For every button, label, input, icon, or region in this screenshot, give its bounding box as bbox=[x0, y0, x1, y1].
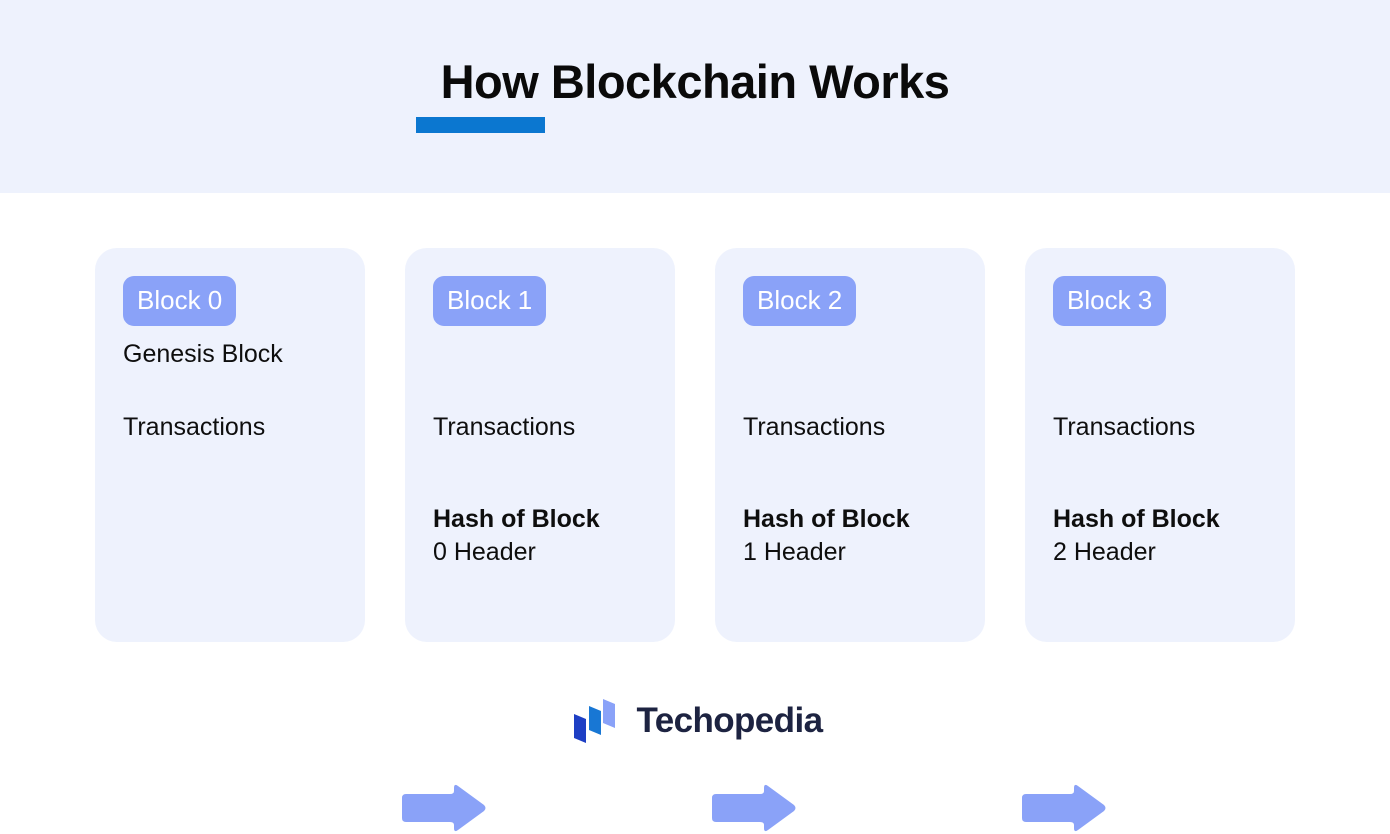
footer-logo[interactable]: Techopedia bbox=[0, 694, 1390, 746]
block-badge-2: Block 2 bbox=[743, 276, 857, 326]
block-badge-3: Block 3 bbox=[1053, 276, 1167, 326]
block-1-transactions-label: Transactions bbox=[433, 413, 576, 441]
arrow-right-icon-0 bbox=[402, 784, 486, 832]
block-1-hash-bold: Hash of Block bbox=[433, 505, 600, 533]
arrow-right-icon-2 bbox=[1022, 784, 1106, 832]
block-0-genesis-label: Genesis Block bbox=[123, 340, 283, 368]
block-3-hash-label: Hash of Block 2 Header bbox=[1053, 503, 1268, 569]
block-badge-1: Block 1 bbox=[433, 276, 547, 326]
techopedia-wordmark: Techopedia bbox=[636, 700, 823, 740]
page-title: How Blockchain Works bbox=[440, 55, 950, 108]
block-card-2[interactable]: Block 2 Transactions Hash of Block 1 Hea… bbox=[715, 248, 985, 642]
arrow-right-icon-1 bbox=[712, 784, 796, 832]
block-2-transactions-label: Transactions bbox=[743, 413, 886, 441]
block-1-hash-label: Hash of Block 0 Header bbox=[433, 503, 648, 569]
techopedia-logo-icon bbox=[573, 699, 615, 743]
block-2-hash-bold: Hash of Block bbox=[743, 505, 910, 533]
block-3-hash-bold: Hash of Block bbox=[1053, 505, 1220, 533]
block-badge-0: Block 0 bbox=[123, 276, 237, 326]
header-band bbox=[0, 0, 1390, 193]
block-card-3[interactable]: Block 3 Transactions Hash of Block 2 Hea… bbox=[1025, 248, 1295, 642]
block-0-transactions-label: Transactions bbox=[123, 413, 266, 441]
block-2-hash-label: Hash of Block 1 Header bbox=[743, 503, 958, 569]
block-3-transactions-label: Transactions bbox=[1053, 413, 1196, 441]
block-card-1[interactable]: Block 1 Transactions Hash of Block 0 Hea… bbox=[405, 248, 675, 642]
block-card-0[interactable]: Block 0 Genesis Block Transactions bbox=[95, 248, 365, 642]
blockchain-flow: Block 0 Genesis Block Transactions Block… bbox=[95, 248, 1295, 832]
title-underline-rule bbox=[416, 117, 545, 133]
block-3-hash-rest: 2 Header bbox=[1053, 538, 1156, 566]
block-2-hash-rest: 1 Header bbox=[743, 538, 846, 566]
block-1-hash-rest: 0 Header bbox=[433, 538, 536, 566]
